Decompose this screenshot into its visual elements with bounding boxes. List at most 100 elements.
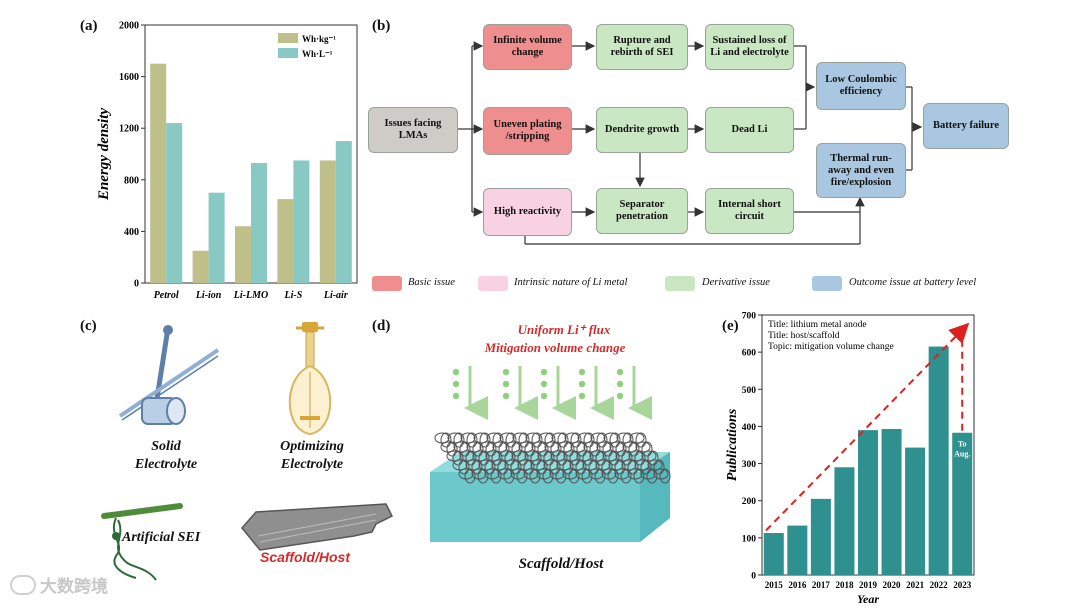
chart-e-bar-label-2: Aug. <box>954 450 970 459</box>
node-battery-failure: Battery failure <box>923 103 1009 149</box>
chart-e-ylabel: Publications <box>725 408 740 481</box>
chart-a-xtick-label: Li-ion <box>195 290 222 301</box>
panel-label-c: (c) <box>80 318 97 334</box>
legend-intrinsic: Intrinsic nature of Li metal <box>514 277 628 288</box>
chart-a-ytick-label: 400 <box>124 227 139 238</box>
flute-illustration-icon <box>101 503 183 581</box>
legend-derivative: Derivative issue <box>702 277 770 288</box>
watermark-text: 大数跨境 <box>40 577 108 597</box>
panel-label-e: (e) <box>722 318 739 334</box>
chart-e-xtick-label: 2018 <box>835 580 854 590</box>
chart-e-ytick-label: 600 <box>742 349 757 359</box>
publications-chart: 0 100 200 300 400 500 600 700 2015 2016 2017 2018 2… <box>725 312 975 605</box>
chart-e-trend-arrow <box>765 322 970 532</box>
chart-e-bar <box>928 346 949 575</box>
chart-e-annotation-2: Title: host/scaffold <box>768 330 840 341</box>
chart-e-ytick-label: 400 <box>742 423 757 433</box>
node-uneven-plating: Uneven plating /stripping <box>483 107 572 155</box>
legend-basic: Basic issue <box>408 277 455 288</box>
chart-e-annotation-1: Title: lithium metal anode <box>768 320 867 330</box>
chart-a-bar <box>319 160 336 283</box>
panel-label-a: (a) <box>80 18 98 34</box>
erhu-illustration-icon <box>118 325 220 425</box>
node-low-coulombic-efficiency: Low Coulombic efficiency <box>816 62 906 110</box>
chart-e-ytick-label: 0 <box>751 572 756 582</box>
chart-a-ytick-label: 2000 <box>119 21 139 32</box>
chart-a-ytick-label: 0 <box>134 279 139 290</box>
label-solid-line2: Electrolyte <box>134 457 198 472</box>
chart-a-ytick-label: 1600 <box>119 72 139 83</box>
chart-a-legend-swatch-1 <box>278 33 298 43</box>
label-optimizing-line2: Electrolyte <box>280 457 344 472</box>
node-high-reactivity: High reactivity <box>483 188 572 236</box>
node-internal-short-circuit: Internal short circuit <box>705 188 794 234</box>
chart-a-bar <box>166 123 183 283</box>
node-issues-facing-lmas: Issues facing LMAs <box>368 107 458 153</box>
label-scaffold-host-d: Scaffold/Host <box>518 556 604 572</box>
chart-a-bar <box>208 192 225 283</box>
node-thermal-runaway: Thermal run-away and even fire/explosion <box>816 143 906 198</box>
chart-e-bar <box>905 447 926 575</box>
chart-a-bar <box>277 199 294 283</box>
chart-a-bar <box>293 160 310 283</box>
chart-e-bar <box>763 533 784 575</box>
chart-e-bar-label-1: To <box>958 440 967 449</box>
node-infinite-volume-change: Infinite volume change <box>483 24 572 70</box>
label-optimizing-electrolyte: Optimizing Electrolyte <box>262 438 362 474</box>
scaffold-3d-illustration-icon <box>430 366 671 542</box>
chart-e-xtick-label: 2017 <box>812 580 831 590</box>
watermark-logo-icon <box>10 574 36 595</box>
chart-e-xtick-label: 2015 <box>765 580 784 590</box>
chart-e-bar <box>857 430 879 575</box>
chart-a-bar <box>192 250 209 283</box>
chart-e-ytick-label: 500 <box>742 386 757 396</box>
chart-e-xtick-label: 2016 <box>788 580 807 590</box>
chart-a-legend-label-1: Wh·kg⁻¹ <box>302 34 336 44</box>
legend-swatch-basic <box>372 276 402 291</box>
chart-e-xtick-label: 2023 <box>953 580 972 590</box>
chart-e-bar <box>881 429 902 575</box>
chart-e-xtick-label: 2022 <box>930 580 949 590</box>
chart-e-xtick-label: 2021 <box>906 580 925 590</box>
chart-e-bar <box>834 467 855 575</box>
label-optimizing-line1: Optimizing <box>280 439 344 454</box>
label-mitigation-volume: Mitigation volume change <box>484 340 626 355</box>
label-solid-electrolyte: Solid Electrolyte <box>126 438 206 474</box>
chart-e-bar <box>810 498 831 575</box>
chart-a-bar <box>150 63 167 284</box>
legend-swatch-outcome <box>812 276 842 291</box>
node-rupture-sei: Rupture and rebirth of SEI <box>596 24 688 70</box>
legend-swatch-derivative <box>665 276 695 291</box>
label-scaffold-host-c: Scaffold/Host <box>260 549 350 565</box>
chart-a-bar <box>251 163 267 283</box>
watermark: 大数跨境 <box>10 572 108 597</box>
chart-e-xtick-label: 2020 <box>883 580 902 590</box>
chart-e-ytick-label: 200 <box>742 497 757 507</box>
pipa-illustration-icon <box>288 322 332 436</box>
chart-e-bar <box>952 432 973 575</box>
chart-e-xlabel: Year <box>857 592 879 605</box>
chart-e-ytick-label: 300 <box>742 460 757 470</box>
chart-e-xtick-label: 2019 <box>859 580 878 590</box>
label-solid-line1: Solid <box>151 439 181 454</box>
chart-a-legend-swatch-2 <box>278 48 298 58</box>
node-sustained-loss: Sustained loss of Li and electrolyte <box>705 24 794 70</box>
label-artificial-sei: Artificial SEI <box>122 530 201 545</box>
chart-e-annotation-3: Topic: mitigation volume change <box>768 342 894 352</box>
chart-a-xtick-label: Li-LMO <box>233 290 268 301</box>
chart-a-ytick-label: 800 <box>124 175 139 186</box>
chart-a-bar <box>335 141 352 283</box>
node-dendrite-growth: Dendrite growth <box>596 107 688 153</box>
chart-a-xtick-label: Li-S <box>284 290 303 301</box>
guqin-illustration-icon <box>241 503 394 551</box>
chart-e-ytick-label: 700 <box>742 312 757 322</box>
flow-connectors <box>458 41 923 245</box>
chart-a-legend-label-2: Wh·L⁻¹ <box>302 49 333 59</box>
panel-label-b: (b) <box>372 18 391 34</box>
chart-a-ylabel: Energy density <box>96 108 112 201</box>
panel-label-d: (d) <box>372 318 391 334</box>
chart-e-ytick-label: 100 <box>742 534 757 544</box>
chart-a-ytick-label: 1200 <box>119 124 139 135</box>
legend-swatch-intrinsic <box>478 276 508 291</box>
